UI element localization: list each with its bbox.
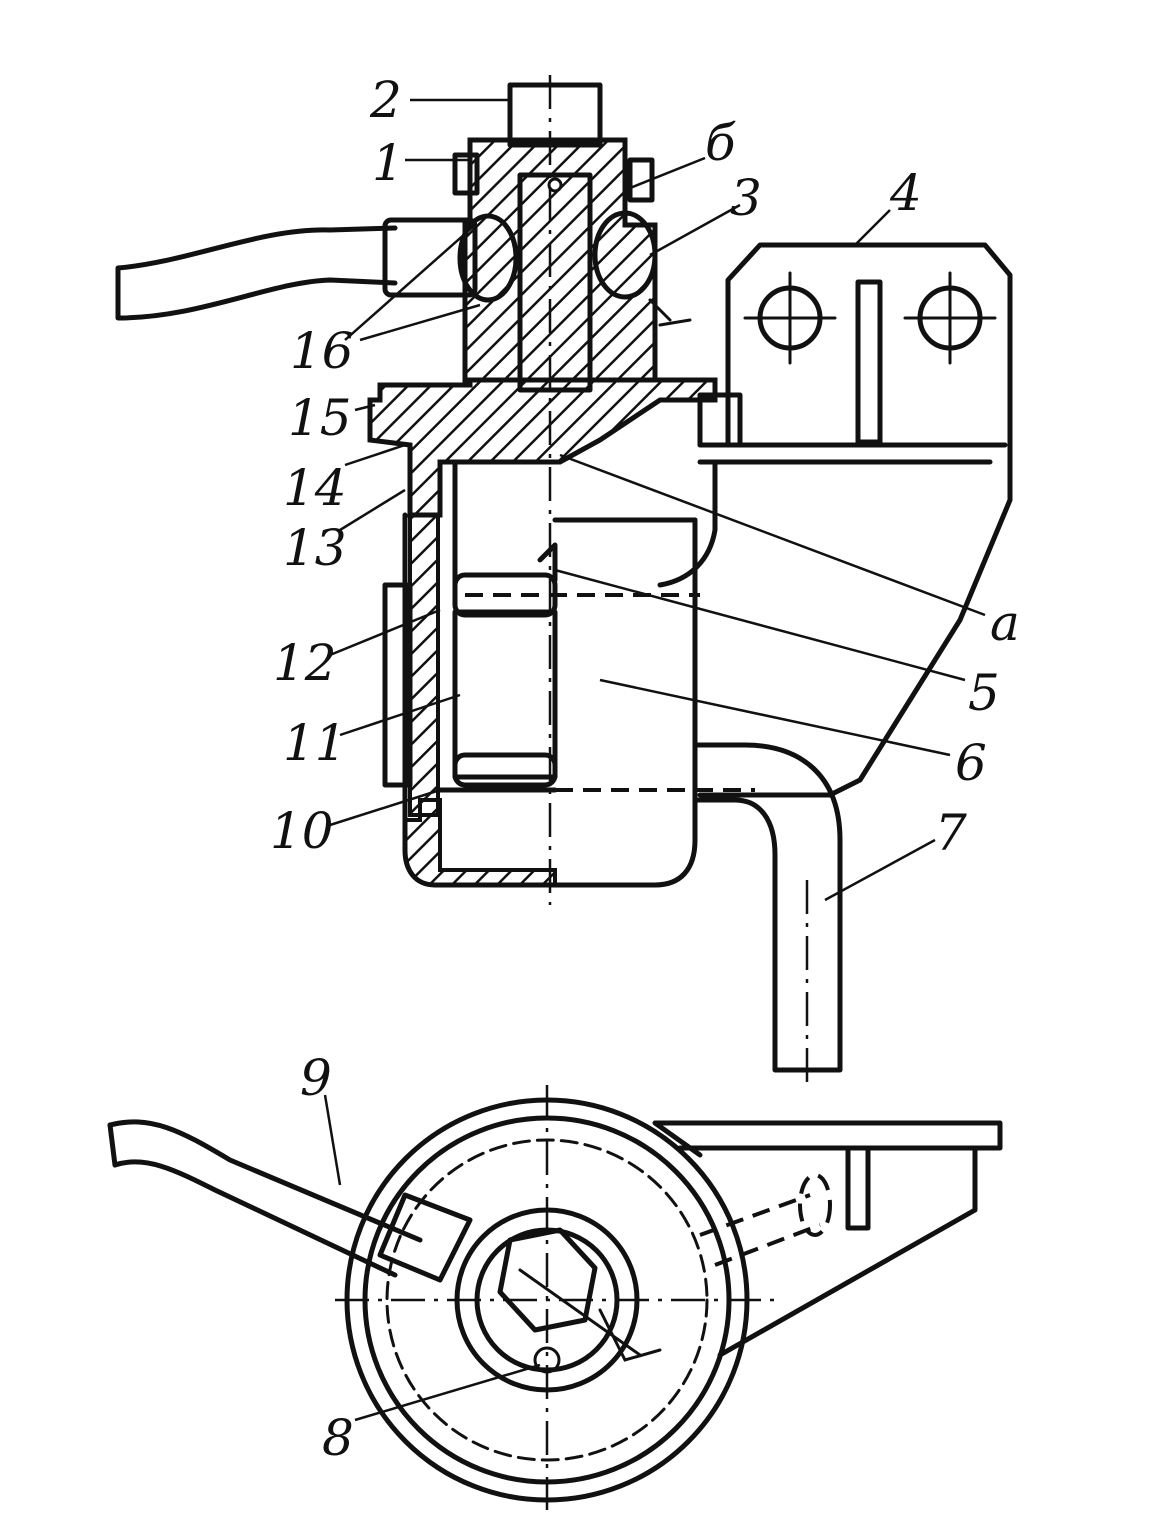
label-11: 11 xyxy=(283,714,347,772)
mounting-bracket xyxy=(697,242,1013,798)
label-8: 8 xyxy=(322,1409,354,1467)
outlet-pipe xyxy=(692,742,843,1073)
label-b: б xyxy=(705,114,736,172)
label-4: 4 xyxy=(889,164,922,222)
bowl-outer-circle xyxy=(344,1097,750,1503)
filter-element-core xyxy=(452,609,558,780)
bracket-rib xyxy=(855,279,883,445)
label-13: 13 xyxy=(283,519,347,577)
clamp-tube xyxy=(408,513,440,817)
plan-hidden-pipe xyxy=(699,1193,821,1267)
label-a: a xyxy=(990,594,1020,652)
label-9: 9 xyxy=(300,1049,332,1107)
label-6: 6 xyxy=(955,734,987,792)
housing-cover xyxy=(367,377,718,518)
label-16: 16 xyxy=(290,322,354,380)
label-7: 7 xyxy=(935,804,967,862)
plan-inlet-pipe xyxy=(107,1119,423,1278)
cover-circle xyxy=(454,1207,640,1393)
label-14: 14 xyxy=(283,459,347,517)
label-12: 12 xyxy=(273,634,337,692)
filter-bowl xyxy=(402,459,718,888)
label-3: 3 xyxy=(730,169,762,227)
plan-bracket xyxy=(652,1120,1003,1358)
banjo-ring-left xyxy=(457,213,519,303)
label-2: 2 xyxy=(369,71,402,129)
inlet-pipe xyxy=(115,225,398,321)
callout-labels: 2 1 б 3 4 16 15 14 13 a 12 5 11 6 7 10 9… xyxy=(270,71,1020,1467)
label-5: 5 xyxy=(968,664,1000,722)
bowl-rim-circle xyxy=(362,1115,732,1485)
banjo-ring xyxy=(592,210,658,300)
leader-lines xyxy=(323,98,986,1422)
label-10: 10 xyxy=(270,802,334,860)
plan-view xyxy=(107,1085,1003,1510)
nut-cap xyxy=(507,82,603,148)
hex-nut xyxy=(497,1227,598,1333)
clamp-sleeve xyxy=(382,582,413,788)
label-15: 15 xyxy=(288,389,352,447)
section-view xyxy=(115,75,1013,1085)
label-1: 1 xyxy=(372,134,404,192)
plan-inlet-fitting xyxy=(377,1192,473,1283)
